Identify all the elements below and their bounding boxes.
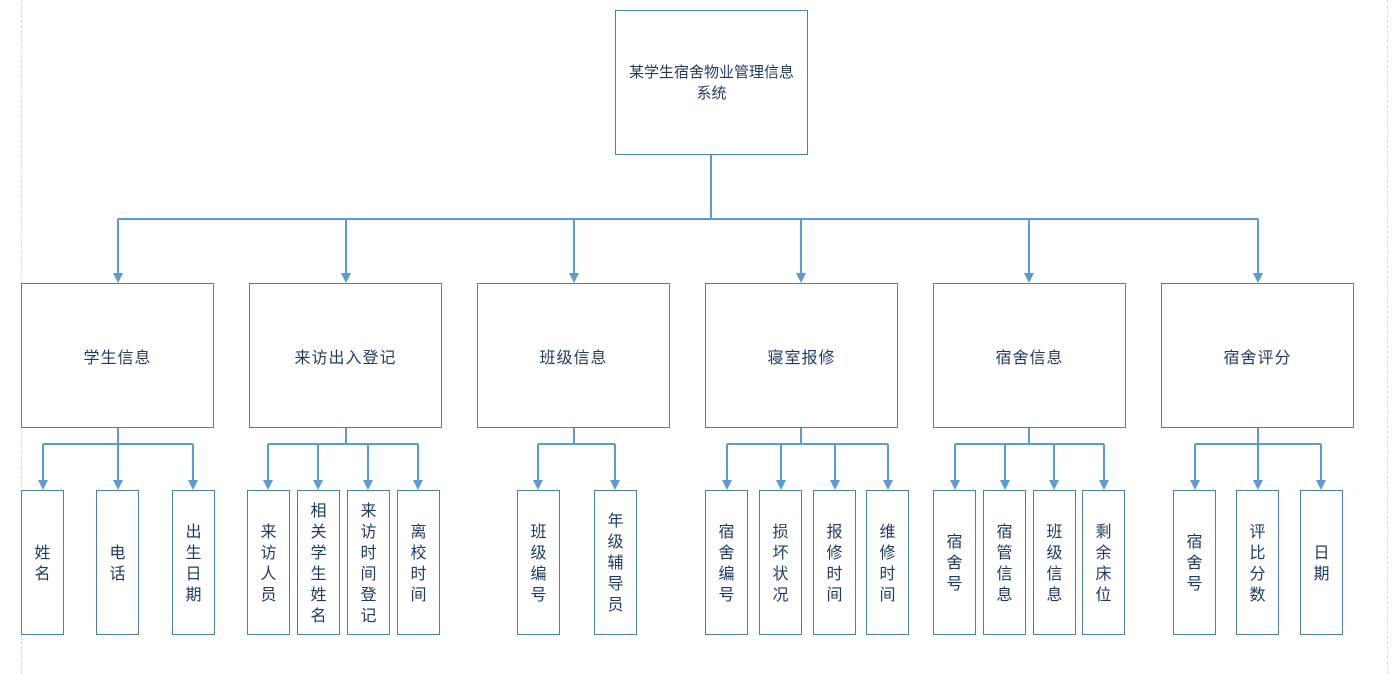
field-arrow: [363, 480, 373, 490]
field-label: 宿管信息: [996, 521, 1013, 604]
field-box[interactable]: 相关学生姓名: [297, 490, 340, 635]
field-arrow: [830, 480, 840, 490]
module-arrow: [569, 273, 579, 283]
root-node[interactable]: 某学生宿舍物业管理信息系统: [615, 10, 808, 155]
field-arrow: [38, 480, 48, 490]
field-box[interactable]: 电话: [96, 490, 139, 635]
field-arrow: [413, 480, 423, 490]
field-label: 维修时间: [879, 521, 896, 604]
module-arrow: [341, 273, 351, 283]
field-box[interactable]: 宿舍编号: [705, 490, 748, 635]
field-label: 相关学生姓名: [310, 500, 327, 625]
module-label: 宿舍评分: [1223, 347, 1292, 367]
field-arrow: [1316, 480, 1326, 490]
module-student-info[interactable]: 学生信息: [21, 283, 214, 428]
field-box[interactable]: 年级辅导员: [594, 490, 637, 635]
field-box[interactable]: 出生日期: [172, 490, 215, 635]
module-label: 学生信息: [83, 347, 152, 367]
field-label: 出生日期: [185, 521, 202, 604]
field-box[interactable]: 评比分数: [1236, 490, 1279, 635]
field-box[interactable]: 班级编号: [517, 490, 560, 635]
field-box[interactable]: 报修时间: [813, 490, 856, 635]
field-label: 年级辅导员: [607, 511, 624, 614]
module-arrow: [113, 273, 123, 283]
module-arrow: [1024, 273, 1034, 283]
field-arrow: [533, 480, 543, 490]
field-label: 日期: [1313, 542, 1330, 583]
field-label: 评比分数: [1249, 521, 1266, 604]
field-box[interactable]: 剩余床位: [1082, 490, 1125, 635]
field-arrow: [263, 480, 273, 490]
field-arrow: [722, 480, 732, 490]
field-arrow: [776, 480, 786, 490]
module-arrow: [796, 273, 806, 283]
module-dorm-rating[interactable]: 宿舍评分: [1161, 283, 1354, 428]
field-box[interactable]: 宿舍号: [933, 490, 976, 635]
module-dorm-repair[interactable]: 寝室报修: [705, 283, 898, 428]
field-arrow: [1253, 480, 1263, 490]
field-label: 姓名: [34, 542, 51, 583]
module-visitor-log[interactable]: 来访出入登记: [249, 283, 442, 428]
field-label: 报修时间: [826, 521, 843, 604]
field-label: 班级信息: [1046, 521, 1063, 604]
field-label: 剩余床位: [1095, 521, 1112, 604]
field-box[interactable]: 姓名: [21, 490, 64, 635]
field-label: 宿舍号: [1186, 532, 1203, 593]
field-arrow: [950, 480, 960, 490]
module-label: 寝室报修: [767, 347, 836, 367]
field-label: 宿舍号: [946, 532, 963, 593]
right-guide-line: [1387, 0, 1388, 674]
field-label: 离校时间: [410, 521, 427, 604]
field-arrow: [1000, 480, 1010, 490]
root-label: 某学生宿舍物业管理信息系统: [628, 62, 794, 102]
field-arrow: [610, 480, 620, 490]
module-label: 来访出入登记: [294, 347, 397, 367]
field-box[interactable]: 维修时间: [866, 490, 909, 635]
field-box[interactable]: 班级信息: [1033, 490, 1076, 635]
field-label: 宿舍编号: [718, 521, 735, 604]
field-label: 电话: [109, 542, 126, 583]
field-label: 班级编号: [530, 521, 547, 604]
field-label: 来访人员: [260, 521, 277, 604]
field-label: 损坏状况: [772, 521, 789, 604]
module-class-info[interactable]: 班级信息: [477, 283, 670, 428]
field-box[interactable]: 来访人员: [247, 490, 290, 635]
field-box[interactable]: 宿管信息: [983, 490, 1026, 635]
field-box[interactable]: 日期: [1300, 490, 1343, 635]
field-arrow: [1099, 480, 1109, 490]
module-arrow: [1253, 273, 1263, 283]
module-dorm-info[interactable]: 宿舍信息: [933, 283, 1126, 428]
field-arrow: [883, 480, 893, 490]
field-arrow: [1049, 480, 1059, 490]
module-label: 班级信息: [539, 347, 608, 367]
field-box[interactable]: 宿舍号: [1173, 490, 1216, 635]
field-arrow: [313, 480, 323, 490]
field-box[interactable]: 离校时间: [397, 490, 440, 635]
field-arrow: [1190, 480, 1200, 490]
field-box[interactable]: 来访时间登记: [347, 490, 390, 635]
field-arrow: [113, 480, 123, 490]
field-label: 来访时间登记: [360, 500, 377, 625]
module-label: 宿舍信息: [995, 347, 1064, 367]
field-box[interactable]: 损坏状况: [759, 490, 802, 635]
field-arrow: [188, 480, 198, 490]
